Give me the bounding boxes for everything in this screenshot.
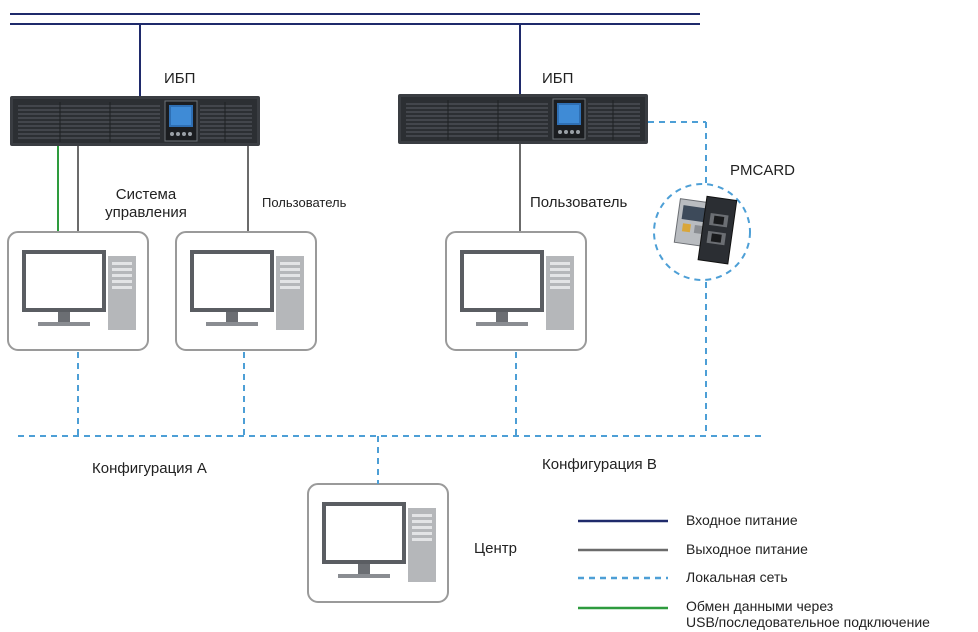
pmcard-network-card-icon	[673, 195, 738, 265]
control-system-label-line1: Система	[115, 186, 177, 203]
config-a-label: Конфигурация А	[92, 460, 207, 477]
ups-right-label: ИБП	[542, 70, 574, 87]
computer-user-left-icon	[175, 231, 317, 351]
control-system-label: Система управления	[96, 186, 196, 222]
computer-user-right-icon	[445, 231, 587, 351]
legend-usb-serial-line1: Обмен данными через	[686, 598, 834, 614]
computer-control-system-icon	[7, 231, 149, 351]
ups-left-icon	[9, 95, 261, 147]
user-right-label: Пользователь	[530, 194, 628, 211]
legend-usb-serial-line2: USB/последовательное подключение	[686, 614, 930, 630]
legend-output-power: Выходное питание	[686, 541, 808, 557]
control-system-label-line2: управления	[105, 204, 187, 221]
ups-right-icon	[397, 93, 649, 145]
pmcard-label: PMCARD	[730, 162, 796, 179]
input-power-bus	[10, 13, 700, 96]
ups-left-label: ИБП	[164, 70, 196, 87]
center-label: Центр	[474, 540, 517, 557]
lan-lines	[18, 121, 762, 484]
legend-swatches	[578, 519, 668, 610]
output-power-lines	[77, 144, 521, 232]
config-b-label: Конфигурация B	[542, 456, 657, 473]
legend-input-power: Входное питание	[686, 512, 798, 528]
legend-lan: Локальная сеть	[686, 569, 788, 585]
user-left-label: Пользователь	[262, 195, 347, 210]
computer-center-icon	[307, 483, 449, 603]
